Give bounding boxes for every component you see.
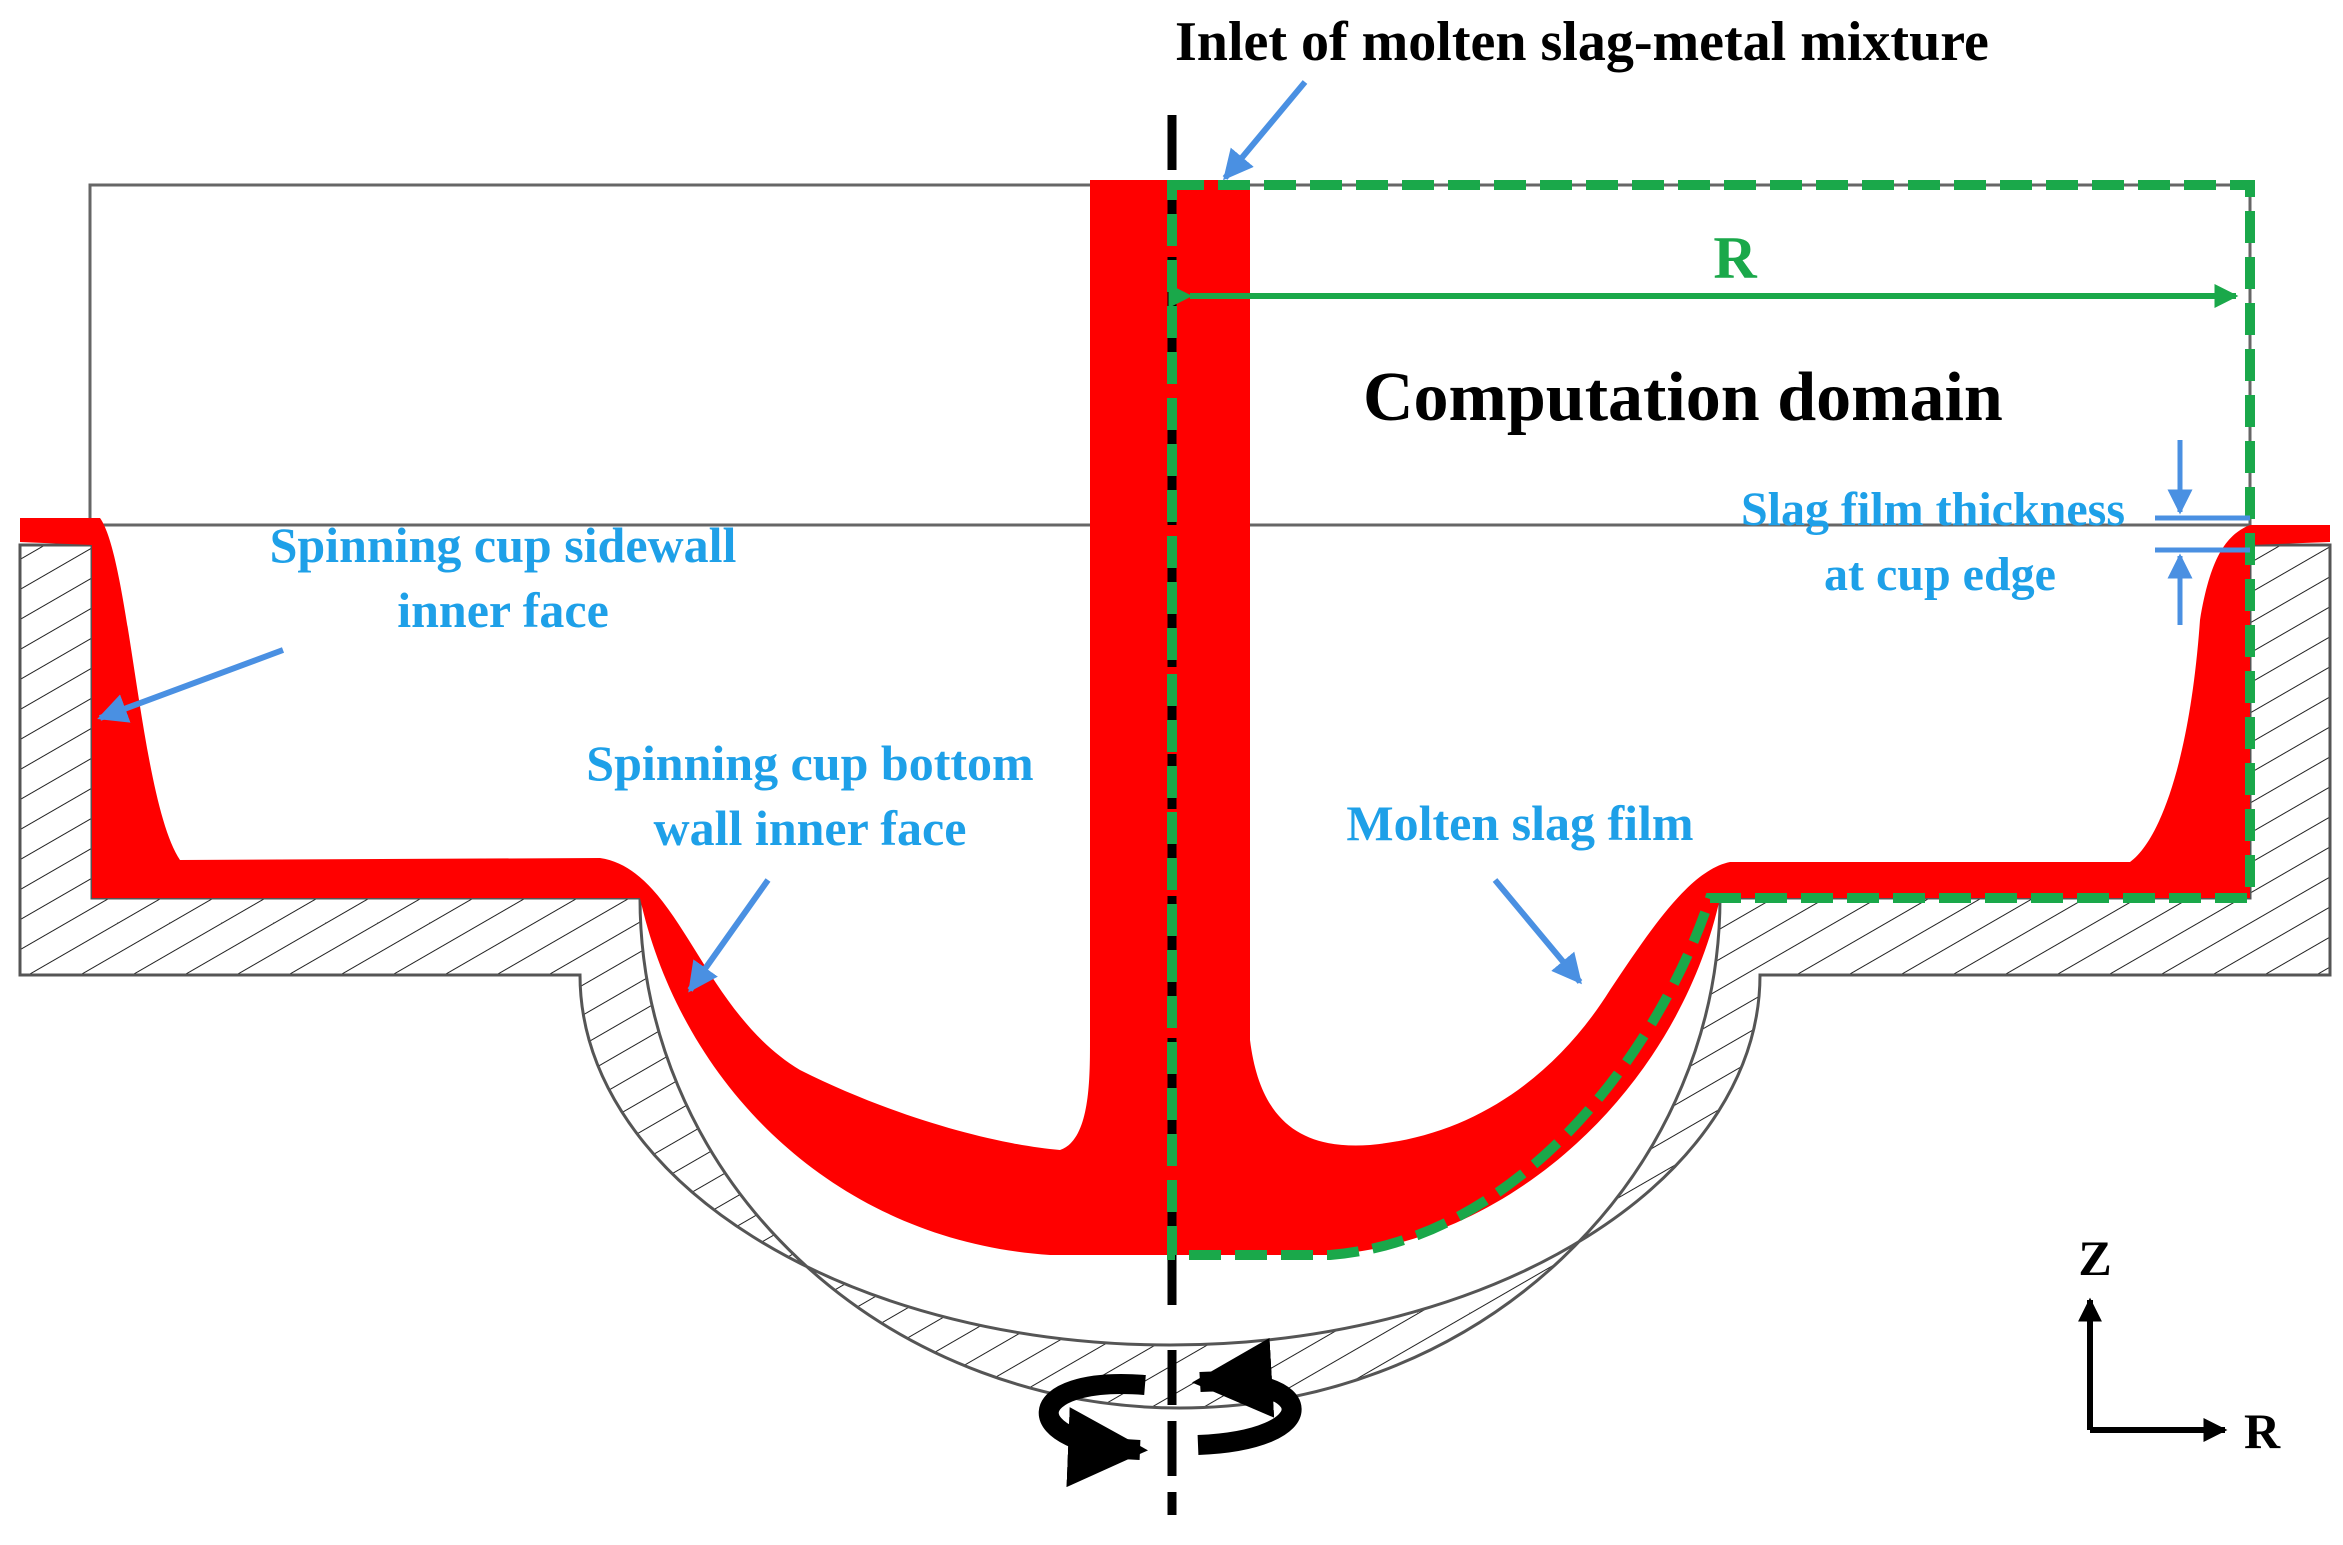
coordinate-axes — [2078, 1297, 2228, 1442]
thickness-label-line2: at cup edge — [1824, 548, 2056, 601]
bottom-wall-label-line1: Spinning cup bottom — [586, 735, 1033, 791]
bottom-wall-arrow — [687, 878, 771, 993]
inlet-arrow — [1222, 80, 1308, 181]
slag-film-label: Molten slag film — [1346, 795, 1693, 851]
sidewall-arrow — [97, 647, 285, 723]
computation-domain-label: Computation domain — [1363, 359, 2003, 436]
computation-domain-outline — [1167, 180, 2255, 1260]
axis-r-label: R — [2244, 1403, 2281, 1459]
film-thickness-marker — [2155, 440, 2250, 625]
thickness-label-line1: Slag film thickness — [1741, 483, 2125, 536]
rotation-icon — [1038, 1337, 1302, 1488]
bottom-wall-label-line2: wall inner face — [654, 800, 967, 856]
sidewall-label-line2: inner face — [397, 582, 609, 638]
inlet-label: Inlet of molten slag-metal mixture — [1175, 11, 1989, 73]
slag-film-arrow — [1492, 878, 1583, 985]
sidewall-label-line1: Spinning cup sidewall — [270, 517, 737, 573]
axis-z-label: Z — [2078, 1230, 2111, 1286]
spinning-cup-wall — [18, 543, 2332, 1410]
radius-label: R — [1713, 225, 1757, 291]
